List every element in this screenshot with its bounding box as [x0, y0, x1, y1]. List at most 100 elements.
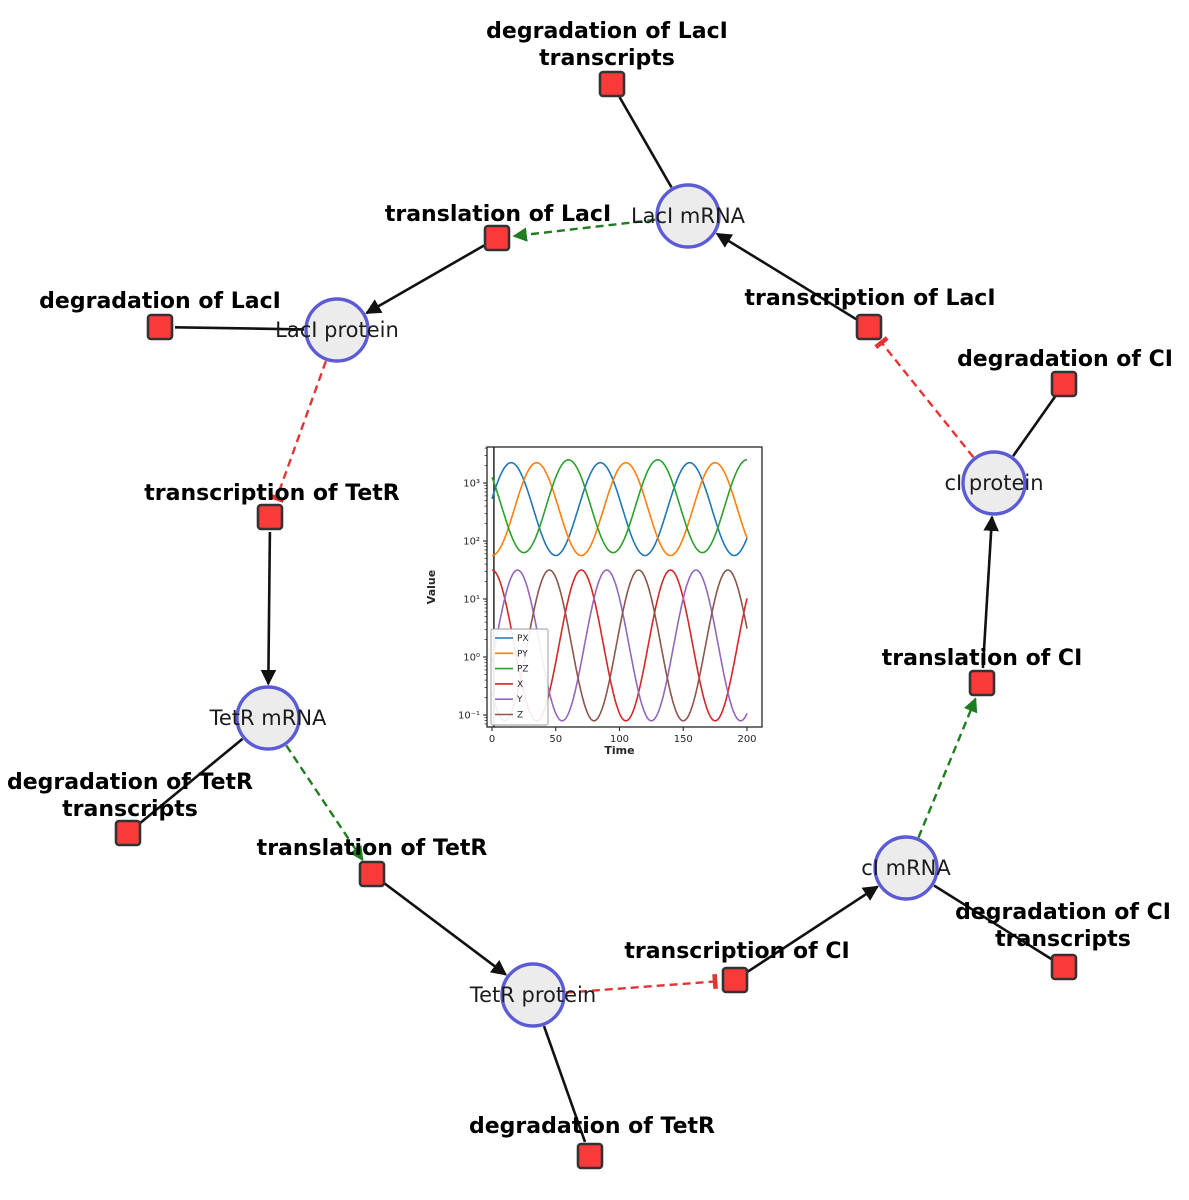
- reaction-node-icon: [256, 503, 284, 531]
- reaction-transcription_ci: transcription of CI: [624, 939, 850, 994]
- series-line-Y: [491, 569, 748, 722]
- reaction-label: transcripts: [995, 927, 1131, 952]
- reaction-label: degradation of TetR: [7, 770, 253, 795]
- reaction-label: degradation of LacI: [486, 19, 728, 44]
- reaction-node-icon: [721, 966, 749, 994]
- reaction-transcription_laci: transcription of LacI: [744, 286, 996, 341]
- legend-label: PY: [517, 649, 528, 659]
- legend-label: PX: [517, 634, 529, 644]
- species-label: cI protein: [944, 471, 1043, 495]
- inhibition-edge-tetr_protein-to-transcription_ci: [565, 973, 718, 994]
- product-edge-transcription_ci-to-ci_mrna: [746, 885, 879, 973]
- x-tick-label: 150: [674, 734, 693, 745]
- product-edge-translation_laci-to-laci_protein: [365, 244, 485, 315]
- y-tick-label: 10³: [463, 479, 480, 490]
- y-tick-label: 10⁰: [463, 653, 480, 664]
- species-ci_mrna: cI mRNA: [861, 835, 951, 901]
- reaction-label: degradation of TetR: [469, 1114, 715, 1139]
- reaction-label: degradation of CI: [957, 347, 1173, 372]
- edges: [138, 96, 1057, 1143]
- reaction-deg_tetr: degradation of TetR: [469, 1114, 715, 1170]
- species-node-icon: [500, 962, 566, 1028]
- reaction-node-icon: [968, 669, 996, 697]
- reaction-label: degradation of LacI: [39, 289, 281, 314]
- reaction-translation_ci: translation of CI: [882, 646, 1083, 697]
- species-laci_protein: LacI protein: [275, 297, 399, 363]
- reaction-node-icon: [114, 819, 142, 847]
- series-line-Z: [491, 569, 748, 722]
- reactant-edge-tetr_mrna-to-deg_tetr_tx: [138, 737, 244, 825]
- reaction-node-icon: [576, 1142, 604, 1170]
- species-node-icon: [873, 835, 939, 901]
- series-line-PY: [492, 461, 748, 557]
- series-line-PZ: [491, 458, 747, 554]
- product-edge-transcription_tetr-to-tetr_mrna: [260, 531, 277, 686]
- reactant-edge-laci_mrna-to-deg_laci_tx: [618, 96, 673, 189]
- x-tick-label: 100: [610, 734, 629, 745]
- species-tetr_mrna: TetR mRNA: [209, 685, 327, 751]
- y-axis-label: Value: [425, 570, 438, 604]
- reaction-node-icon: [855, 313, 883, 341]
- reaction-node-icon: [146, 313, 174, 341]
- reaction-label: translation of LacI: [385, 202, 611, 227]
- product-edge-translation_ci-to-ci_protein: [981, 515, 999, 669]
- modifier-edge-ci_mrna-to-translation_ci: [917, 697, 978, 838]
- reactant-edge-ci_mrna-to-deg_ci_tx: [933, 884, 1052, 961]
- reaction-translation_laci: translation of LacI: [385, 202, 611, 252]
- reaction-node-icon: [1050, 953, 1078, 981]
- species-label: LacI protein: [275, 318, 399, 342]
- reaction-node-icon: [598, 70, 626, 98]
- reactant-edge-laci_protein-to-deg_laci: [174, 326, 305, 331]
- chart-series: [491, 458, 748, 722]
- species-label: cI mRNA: [861, 856, 951, 880]
- species-node-icon: [655, 183, 721, 249]
- reaction-label: transcripts: [539, 46, 675, 71]
- reaction-label: translation of CI: [882, 646, 1083, 671]
- reaction-label: transcription of CI: [624, 939, 849, 964]
- species-ci_protein: cI protein: [944, 450, 1044, 516]
- legend-label: Y: [516, 695, 523, 705]
- species-node-icon: [304, 297, 370, 363]
- species-label: LacI mRNA: [631, 204, 746, 228]
- species-tetr_protein: TetR protein: [469, 962, 596, 1028]
- reaction-translation_tetr: translation of TetR: [257, 836, 488, 888]
- reaction-label: transcripts: [62, 797, 198, 822]
- species-node-icon: [961, 450, 1027, 516]
- reaction-deg_laci: degradation of LacI: [39, 289, 281, 341]
- y-tick-label: 10⁻¹: [458, 711, 480, 722]
- species-laci_mrna: LacI mRNA: [631, 183, 746, 249]
- reaction-label: degradation of CI: [955, 900, 1171, 925]
- reaction-label: translation of TetR: [257, 836, 488, 861]
- y-tick-label: 10¹: [463, 595, 480, 606]
- product-edge-transcription_laci-to-laci_mrna: [715, 232, 857, 321]
- reaction-node-icon: [1050, 370, 1078, 398]
- x-tick-label: 200: [737, 734, 756, 745]
- x-tick-label: 0: [489, 734, 495, 745]
- legend-label: Z: [517, 711, 523, 721]
- legend-label: PZ: [517, 665, 529, 675]
- modifier-edge-laci_mrna-to-translation_laci: [512, 218, 656, 242]
- product-edge-translation_tetr-to-tetr_protein: [383, 881, 508, 976]
- series-line-PX: [491, 461, 748, 557]
- reaction-transcription_tetr: transcription of TetR: [144, 481, 400, 531]
- inhibition-edge-ci_protein-to-transcription_laci: [874, 336, 975, 458]
- species-label: TetR protein: [469, 983, 596, 1007]
- inhibition-edge-laci_protein-to-transcription_tetr: [269, 360, 328, 503]
- reactant-edge-ci_protein-to-deg_ci: [1012, 395, 1057, 457]
- reaction-label: transcription of TetR: [144, 481, 400, 506]
- reaction-label: transcription of LacI: [744, 286, 995, 311]
- reaction-node-icon: [483, 224, 511, 252]
- reactant-edge-tetr_protein-to-deg_tetr: [542, 1025, 587, 1143]
- modifier-edge-tetr_mrna-to-translation_tetr: [285, 744, 364, 862]
- reaction-node-icon: [358, 860, 386, 888]
- y-tick-label: 10²: [463, 537, 480, 548]
- species-node-icon: [235, 685, 301, 751]
- x-axis-label: Time: [604, 744, 634, 757]
